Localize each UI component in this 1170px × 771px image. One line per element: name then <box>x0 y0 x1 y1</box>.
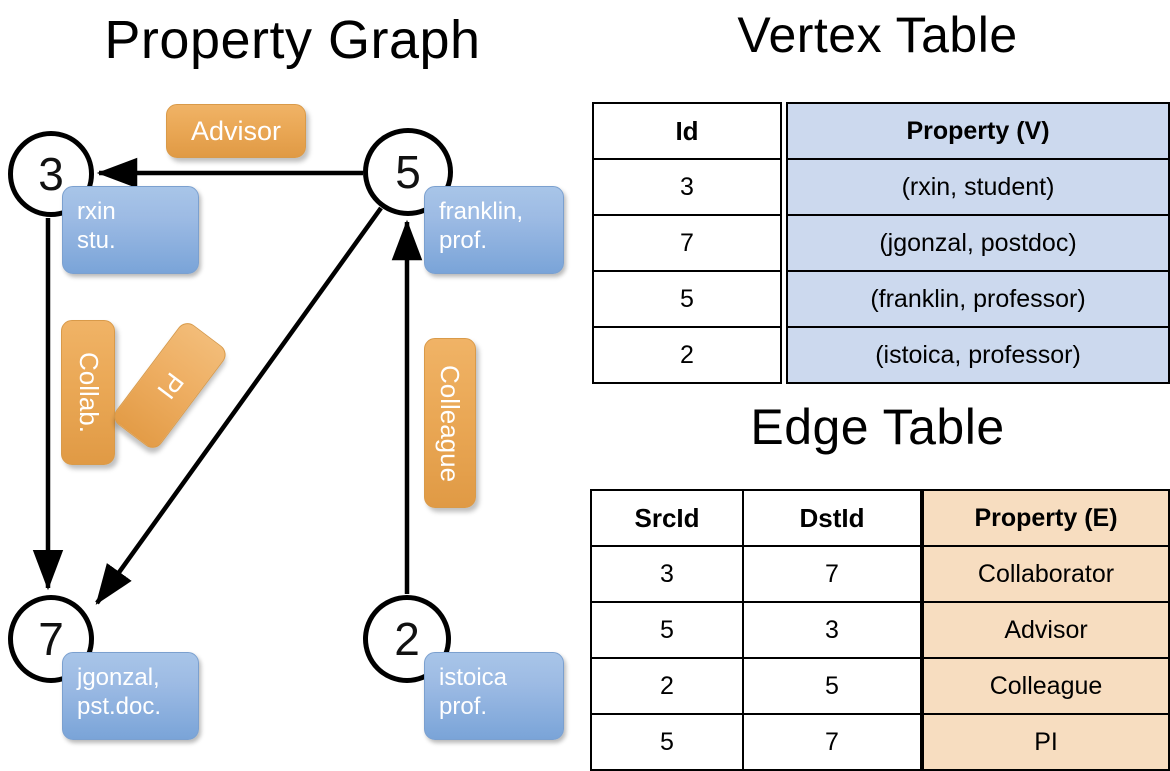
vertex-table-cell-property: (jgonzal, postdoc) <box>786 214 1170 272</box>
edge-property-callout-colleague-text: Colleague <box>435 364 466 482</box>
vertex-table-header-property: Property (V) <box>786 102 1170 160</box>
table-header-row: Property (V) <box>786 102 1170 160</box>
table-row[interactable]: (istoica, professor) <box>786 326 1170 384</box>
vertex-table-cell-property: (istoica, professor) <box>786 326 1170 384</box>
edge-table-src-dst-columns: SrcId DstId 3 7 5 3 2 5 5 7 <box>590 489 922 771</box>
edge-table-cell-dstid: 3 <box>742 601 922 659</box>
edge-property-callout-advisor-text: Advisor <box>190 115 282 146</box>
table-row[interactable]: 5 3 <box>590 601 922 659</box>
table-row[interactable]: 5 <box>592 270 782 328</box>
edge-property-callout-pi-text: PI <box>151 366 190 405</box>
table-row[interactable]: 3 7 <box>590 545 922 603</box>
edge-table-cell-srcid: 5 <box>590 601 744 659</box>
vertex-table-cell-id: 2 <box>592 326 782 384</box>
property-graph-diagram: 3 5 7 2 rxin stu. franklin, prof. jgonza… <box>0 0 585 760</box>
graph-node-5-label: 5 <box>395 146 421 198</box>
edge-table-property-column: Property (E) Collaborator Advisor Collea… <box>922 489 1170 771</box>
edge-table-cell-dstid: 5 <box>742 657 922 715</box>
table-row[interactable]: 2 <box>592 326 782 384</box>
vertex-table-header-id: Id <box>592 102 782 160</box>
graph-edge-pi-5-to-7 <box>95 206 383 605</box>
edge-table-cell-srcid: 3 <box>590 545 744 603</box>
table-row[interactable]: 7 <box>592 214 782 272</box>
graph-edges-layer <box>32 157 423 605</box>
edge-table-header-srcid: SrcId <box>590 489 744 547</box>
edge-table-cell-property: PI <box>922 713 1170 771</box>
edge-table-cell-srcid: 5 <box>590 713 744 771</box>
table-row[interactable]: Colleague <box>922 657 1170 715</box>
table-header-row: SrcId DstId <box>590 489 922 547</box>
table-header-row: Id <box>592 102 782 160</box>
vertex-table-property-column: Property (V) (rxin, student) (jgonzal, p… <box>786 102 1170 384</box>
edge-property-callout-colleague: Colleague <box>424 338 476 508</box>
graph-node-3-label: 3 <box>38 148 64 200</box>
table-header-row: Property (E) <box>922 489 1170 547</box>
table-row[interactable]: 3 <box>592 158 782 216</box>
edge-table-cell-dstid: 7 <box>742 545 922 603</box>
table-row[interactable]: (rxin, student) <box>786 158 1170 216</box>
vertex-table-cell-id: 7 <box>592 214 782 272</box>
table-row[interactable]: (jgonzal, postdoc) <box>786 214 1170 272</box>
edge-table-cell-property: Colleague <box>922 657 1170 715</box>
page-title-edge-table: Edge Table <box>750 399 1005 455</box>
edge-table-cell-dstid: 7 <box>742 713 922 771</box>
edge-table-cell-srcid: 2 <box>590 657 744 715</box>
edge-property-callout-advisor: Advisor <box>166 104 306 158</box>
vertex-table-cell-id: 3 <box>592 158 782 216</box>
page-title-vertex-table: Vertex Table <box>737 7 1018 63</box>
vertex-table-cell-id: 5 <box>592 270 782 328</box>
vertex-property-callout-5: franklin, prof. <box>424 186 564 274</box>
vertex-table-id-column: Id 3 7 5 2 <box>592 102 782 384</box>
table-row[interactable]: PI <box>922 713 1170 771</box>
table-row[interactable]: (franklin, professor) <box>786 270 1170 328</box>
graph-node-7-label: 7 <box>38 613 64 665</box>
vertex-table-cell-property: (franklin, professor) <box>786 270 1170 328</box>
vertex-property-callout-2: istoica prof. <box>424 652 564 740</box>
table-row[interactable]: Collaborator <box>922 545 1170 603</box>
edge-table-header-dstid: DstId <box>742 489 922 547</box>
graph-node-5[interactable]: 5 <box>363 128 453 216</box>
edge-table-cell-property: Advisor <box>922 601 1170 659</box>
edge-property-callout-collab: Collab. <box>61 320 115 465</box>
vertex-property-callout-7: jgonzal, pst.doc. <box>62 652 199 740</box>
table-row[interactable]: 5 7 <box>590 713 922 771</box>
vertex-table-cell-property: (rxin, student) <box>786 158 1170 216</box>
edge-property-callout-collab-text: Collab. <box>73 352 104 433</box>
graph-node-2-label: 2 <box>394 613 420 665</box>
graph-node-2[interactable]: 2 <box>363 595 451 683</box>
edge-table-cell-property: Collaborator <box>922 545 1170 603</box>
table-row[interactable]: 2 5 <box>590 657 922 715</box>
page-title-property-graph: Property Graph <box>104 10 481 70</box>
table-row[interactable]: Advisor <box>922 601 1170 659</box>
edge-table-header-property: Property (E) <box>922 489 1170 547</box>
vertex-property-callout-3: rxin stu. <box>62 186 199 274</box>
